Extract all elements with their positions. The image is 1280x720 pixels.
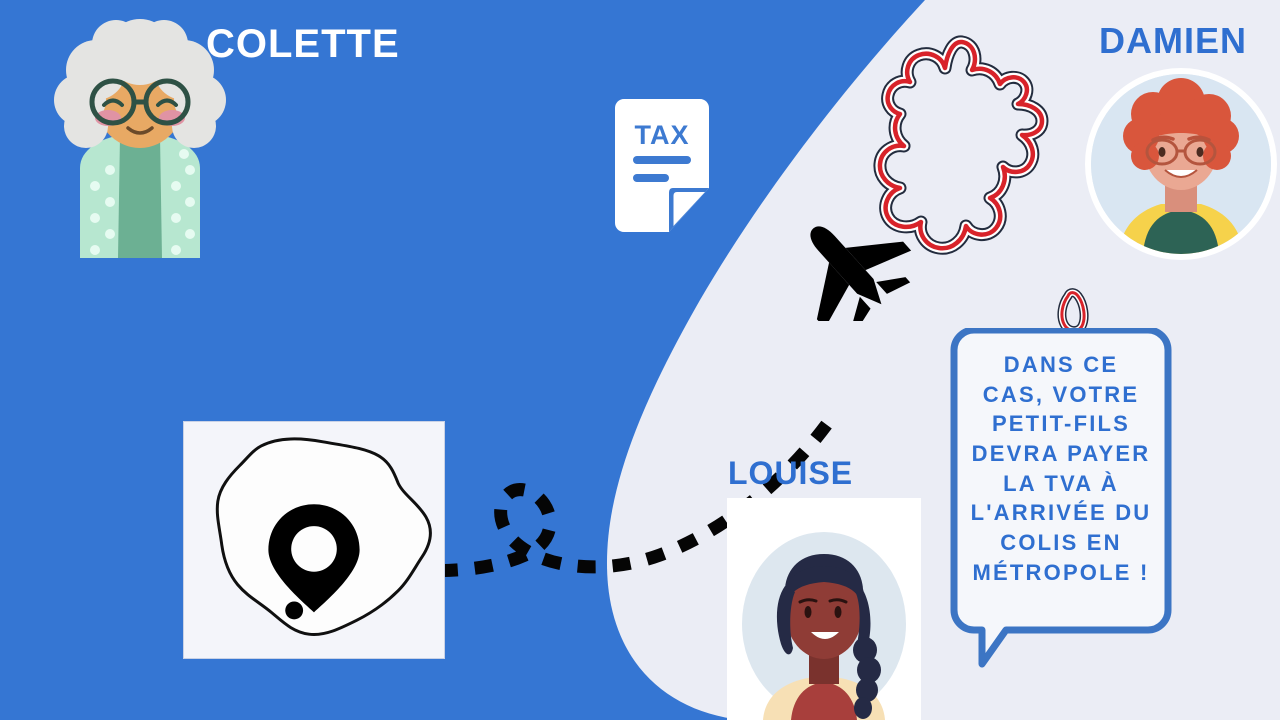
airplane-icon xyxy=(810,226,912,321)
reunion-island-card xyxy=(183,421,445,659)
reunion-island-map xyxy=(215,437,432,636)
speech-bubble-text: DANS CE CAS, VOTRE PETIT-FILS DEVRA PAYE… xyxy=(970,352,1152,585)
louise-portrait xyxy=(727,498,921,720)
speech-bubble: DANS CE CAS, VOTRE PETIT-FILS DEVRA PAYE… xyxy=(936,328,1186,668)
speech-bubble-shape xyxy=(950,328,1172,668)
colette-avatar xyxy=(54,19,226,258)
louise-name-label: LOUISE xyxy=(728,455,854,491)
tax-document-label: TAX xyxy=(635,120,690,150)
colette-name-label: COLETTE xyxy=(206,22,400,66)
dashed-flight-path xyxy=(334,416,836,578)
damien-name-label: DAMIEN xyxy=(1099,20,1247,61)
damien-avatar xyxy=(1085,68,1277,260)
tax-document-icon: TAX xyxy=(615,99,709,232)
damien-portrait xyxy=(1091,74,1271,254)
louise-card xyxy=(727,498,921,720)
